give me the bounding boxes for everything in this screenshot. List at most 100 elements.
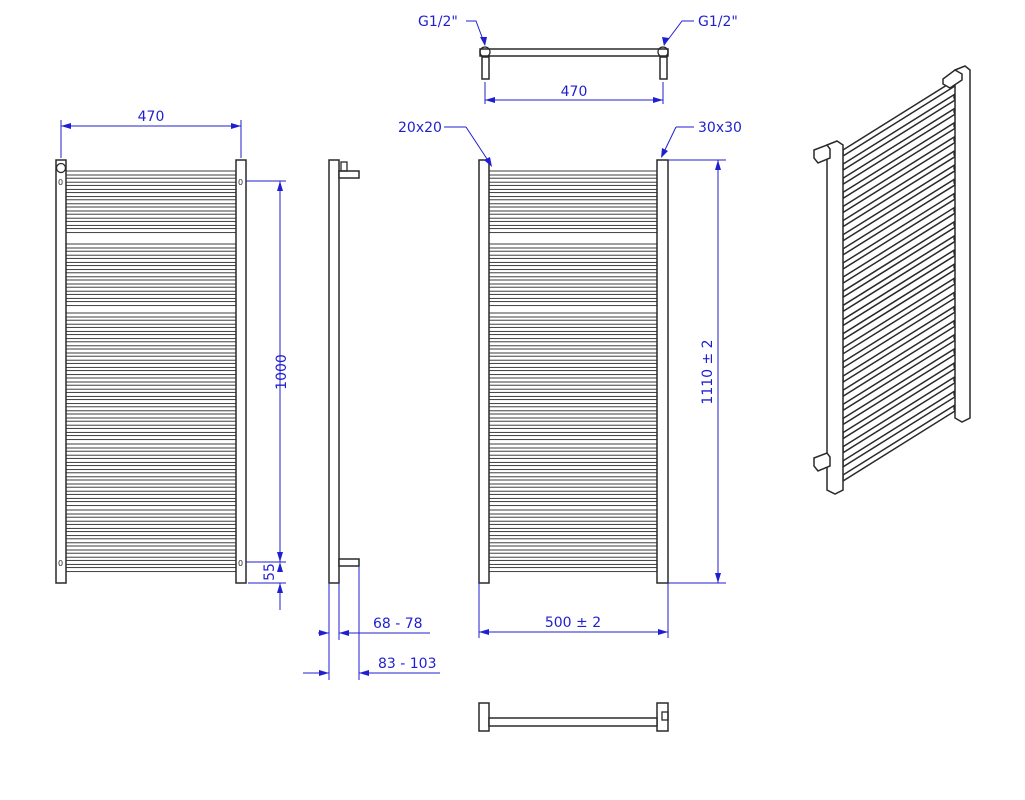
towel-bar [488,545,658,551]
overall-height-label: 1110 ± 2 [700,339,716,404]
towel-bar [488,427,658,433]
towel-bar [65,457,237,463]
towel-bar [65,384,237,390]
towel-bar [65,362,237,368]
towel-bar [488,435,658,441]
towel-bar [65,312,237,318]
depth-small-label: 68 - 78 [373,616,423,632]
towel-bar [488,501,658,507]
towel-bar [65,391,237,397]
towel-bar [488,406,658,412]
towel-bar [488,301,658,307]
towel-bar [488,552,658,558]
towel-bar [488,377,658,383]
towel-bar [488,370,658,376]
towel-bar [488,265,658,271]
front-view: 0 0 0 0 470 1000 55 [55,109,290,610]
towel-bar [488,384,658,390]
towel-bar [488,443,658,449]
towel-bar [488,509,658,515]
towel-bar [65,509,237,515]
towel-bar [65,326,237,332]
towel-bar [65,220,237,226]
towel-bar [488,479,658,485]
towel-bar [488,493,658,499]
front-bottom-label: 55 [262,563,278,581]
towel-bar [488,279,658,285]
towel-bar [488,457,658,463]
bolt-mark: 0 [238,178,243,187]
towel-bar [65,493,237,499]
towel-bar [488,559,658,565]
towel-bar [65,213,237,219]
towel-bar [65,399,237,405]
towel-bar [65,472,237,478]
towel-bar [488,523,658,529]
towel-bar [488,341,658,347]
towel-bar [488,257,658,263]
towel-bar [488,192,658,198]
towel-bar [65,192,237,198]
towel-bar [65,348,237,354]
bottom-view [478,702,669,732]
overall-width-label: 500 ± 2 [545,615,601,631]
towel-bar [65,501,237,507]
towel-bar [65,531,237,537]
towel-bar [488,567,658,573]
towel-bar [65,286,237,292]
towel-bar [65,243,237,249]
towel-bar [65,559,237,565]
towel-bar [488,184,658,190]
isometric-view [813,65,971,495]
towel-bar [488,362,658,368]
towel-bar [488,312,658,318]
towel-bar [65,228,237,234]
towel-bar [65,257,237,263]
towel-bar [65,177,237,183]
towel-bar [65,319,237,325]
rail-section-label: 30x30 [698,120,742,136]
towel-bar [65,435,237,441]
towel-bar [65,450,237,456]
top-right-connection-label: G1/2" [698,14,738,30]
top-view: 470 G1/2" G1/2" [418,14,738,104]
towel-bar [65,516,237,522]
towel-bar [65,377,237,383]
towel-bar [65,486,237,492]
towel-bar [65,301,237,307]
towel-bar [65,170,237,176]
towel-bar [488,199,658,205]
towel-bar [65,250,237,256]
towel-bar [65,567,237,573]
towel-bar [65,427,237,433]
towel-bar [65,370,237,376]
towel-bar [488,228,658,234]
top-width-label: 470 [561,84,588,100]
bolt-mark: 0 [58,178,63,187]
towel-bar [488,319,658,325]
depth-large-label: 83 - 103 [378,656,437,672]
towel-bar [488,206,658,212]
towel-bar [488,250,658,256]
towel-bar [488,286,658,292]
towel-bar [488,472,658,478]
towel-bar [488,420,658,426]
towel-bar [488,531,658,537]
towel-bar [65,341,237,347]
towel-bar [65,199,237,205]
towel-bar [488,355,658,361]
bolt-mark: 0 [238,559,243,568]
towel-bar [488,243,658,249]
towel-bar [65,443,237,449]
towel-bar [488,326,658,332]
towel-bar [488,293,658,299]
towel-bar [65,206,237,212]
towel-bar [65,420,237,426]
bar-section-label: 20x20 [398,120,442,136]
side-view: 68 - 78 83 - 103 [303,159,440,680]
towel-bar [488,334,658,340]
towel-bar [65,293,237,299]
towel-bar [65,538,237,544]
towel-bar [65,479,237,485]
